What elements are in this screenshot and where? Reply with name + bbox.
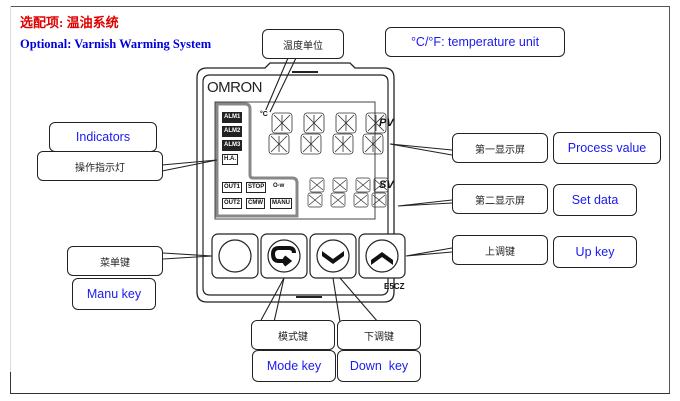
indicator-alm1: ALM1 bbox=[222, 112, 243, 123]
callout-mode-key-cn: 模式键 bbox=[251, 320, 335, 350]
leader-up bbox=[405, 247, 453, 257]
leader-indicators bbox=[161, 159, 218, 172]
callout-pv-cn: 第一显示屏 bbox=[452, 133, 548, 163]
frame-border-right bbox=[669, 6, 670, 394]
indicator-alm3: ALM3 bbox=[222, 140, 243, 151]
leader-sv bbox=[397, 199, 453, 207]
callout-down-key-cn: 下调键 bbox=[337, 320, 421, 350]
mode-loop-icon bbox=[270, 246, 296, 267]
device-bezel-outer bbox=[196, 62, 395, 303]
indicator-ha: H.A. bbox=[222, 154, 238, 165]
callout-pv-en: Process value bbox=[553, 132, 661, 164]
frame-border-bottom bbox=[10, 393, 670, 394]
chevron-down-icon bbox=[322, 251, 344, 264]
callout-sv-cn: 第二显示屏 bbox=[452, 184, 548, 214]
key-row bbox=[211, 233, 406, 279]
indicator-out1: OUT1 bbox=[222, 182, 243, 193]
title-english: Optional: Varnish Warming System bbox=[20, 37, 212, 51]
sv-label: SV bbox=[379, 179, 394, 191]
callout-indicators-en: Indicators bbox=[49, 122, 157, 152]
indicator-zone bbox=[215, 102, 299, 218]
indicator-stop: STOP bbox=[246, 182, 267, 193]
frame-border-left bbox=[10, 6, 11, 394]
menu-key-button bbox=[218, 239, 252, 273]
pv-digits bbox=[268, 112, 387, 155]
callout-mode-key-en: Mode key bbox=[252, 350, 336, 382]
indicator-ow: O-w bbox=[272, 182, 286, 191]
indicator-out2: OUT2 bbox=[222, 198, 243, 209]
model-label: E5CZ bbox=[384, 282, 405, 291]
leader-mode bbox=[259, 277, 285, 323]
leader-pv bbox=[389, 143, 453, 156]
leader-temp-unit bbox=[264, 57, 297, 113]
brand-logo: OMRON bbox=[207, 79, 263, 96]
frame-border-left-lower bbox=[10, 372, 11, 394]
callout-down-key-en: Down key bbox=[337, 350, 421, 382]
callout-sv-en: Set data bbox=[553, 184, 637, 216]
callout-up-key-en: Up key bbox=[553, 236, 637, 268]
temp-unit-glyph: °C bbox=[259, 110, 269, 119]
device-bezel-inner bbox=[202, 74, 389, 296]
indicator-manu: MANU bbox=[270, 198, 292, 209]
callout-menu-key-en: Manu key bbox=[72, 278, 156, 310]
callout-indicators-cn: 操作指示灯 bbox=[37, 151, 163, 181]
pv-label: PV bbox=[379, 117, 394, 129]
leader-menu bbox=[162, 252, 213, 260]
callout-menu-key-cn: 菜单键 bbox=[67, 246, 163, 276]
callout-temp-unit-en: °C/°F: temperature unit bbox=[385, 27, 565, 57]
indicator-alm2: ALM2 bbox=[222, 126, 243, 137]
down-key-button bbox=[316, 239, 350, 273]
title-chinese: 选配项: 温油系统 bbox=[20, 15, 119, 30]
callout-temp-unit-cn: 温度单位 bbox=[262, 29, 344, 59]
callout-up-key-cn: 上调键 bbox=[452, 235, 548, 265]
indicator-cmw: CMW bbox=[246, 198, 265, 209]
leader-down bbox=[332, 277, 379, 323]
sv-digits bbox=[307, 177, 389, 208]
chevron-up-icon bbox=[371, 252, 393, 265]
frame-border-top bbox=[10, 6, 670, 7]
